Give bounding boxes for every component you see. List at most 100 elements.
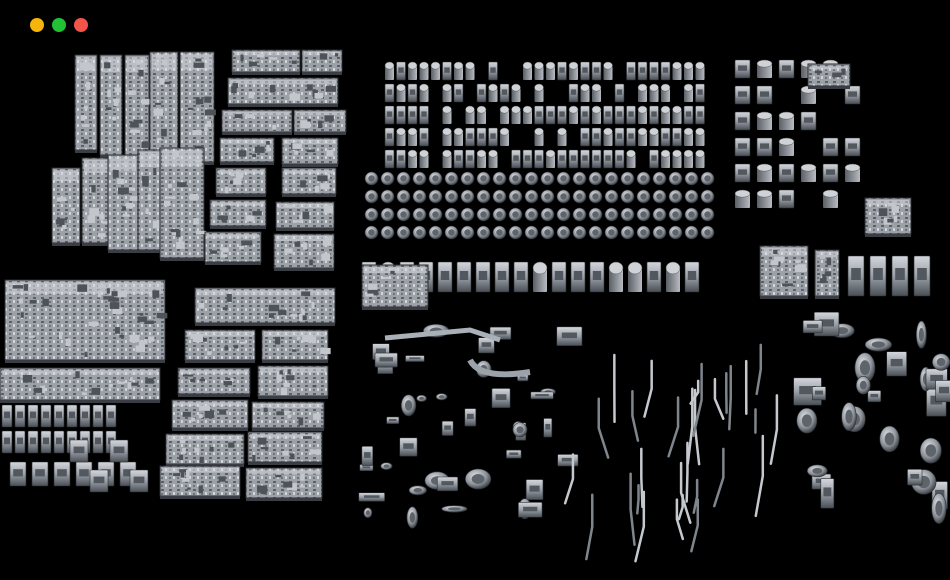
kit-part xyxy=(867,390,882,403)
hull-panel xyxy=(149,51,179,165)
hull-panel xyxy=(219,137,275,165)
kit-part xyxy=(396,225,411,240)
close-button[interactable] xyxy=(74,18,88,32)
connectors-cluster xyxy=(734,59,950,524)
kit-part xyxy=(453,61,464,80)
kit-part xyxy=(465,127,475,147)
hull-panel xyxy=(51,167,81,246)
kit-part xyxy=(649,105,659,125)
kit-part xyxy=(665,261,681,292)
hull-panel xyxy=(124,54,152,158)
kit-part xyxy=(506,449,522,459)
kit-part xyxy=(406,506,419,529)
kit-part xyxy=(841,402,857,431)
kit-part xyxy=(636,171,651,186)
kit-part xyxy=(69,439,89,463)
hull-panel xyxy=(293,109,347,135)
kit-part xyxy=(556,326,583,347)
kit-part xyxy=(589,261,605,293)
kit-part xyxy=(476,171,491,186)
kit-part xyxy=(557,454,579,467)
hull-panel xyxy=(221,109,293,135)
kit-part xyxy=(476,207,491,222)
hull-panel xyxy=(245,467,323,501)
kit-part xyxy=(499,127,510,146)
kit-part xyxy=(513,261,529,293)
kit-part xyxy=(614,83,625,103)
kit-part xyxy=(540,225,555,240)
kit-part xyxy=(399,437,418,457)
kit-part xyxy=(407,149,418,168)
kit-part xyxy=(9,461,27,487)
kit-part xyxy=(380,171,395,186)
kit-part xyxy=(419,105,429,125)
kit-part xyxy=(700,189,715,204)
kit-part xyxy=(380,225,395,240)
kit-part xyxy=(683,105,694,125)
kit-part xyxy=(384,83,395,103)
kit-part xyxy=(412,225,427,240)
kit-part xyxy=(460,171,475,186)
kit-part xyxy=(374,352,398,368)
kit-part xyxy=(384,127,395,147)
hull-panel xyxy=(251,401,325,431)
maximize-button[interactable] xyxy=(52,18,66,32)
kit-part xyxy=(518,502,543,518)
kit-part xyxy=(557,149,567,169)
kit-part xyxy=(588,189,603,204)
kit-part xyxy=(568,83,579,103)
kit-part xyxy=(734,189,751,208)
kit-part xyxy=(811,386,826,401)
kit-part xyxy=(916,320,927,349)
kit-part xyxy=(460,225,475,240)
kit-part xyxy=(488,61,498,81)
kit-part xyxy=(435,393,448,401)
kit-part xyxy=(756,85,773,105)
kit-part xyxy=(465,468,492,490)
kit-part xyxy=(879,425,900,453)
kit-part xyxy=(416,394,427,402)
kit-part xyxy=(442,61,452,81)
kit-part xyxy=(478,337,495,354)
kit-part xyxy=(476,189,491,204)
kit-part xyxy=(913,255,931,297)
kit-part xyxy=(92,430,104,454)
kit-part xyxy=(534,61,544,80)
kit-part xyxy=(441,420,454,436)
kit-part xyxy=(756,111,773,130)
kit-part xyxy=(508,207,523,222)
console-panel xyxy=(361,264,429,310)
kit-part xyxy=(591,83,602,102)
kit-part xyxy=(407,127,418,146)
hull-panel xyxy=(0,367,161,403)
kit-part xyxy=(778,111,795,130)
kit-part xyxy=(931,492,947,524)
kit-part xyxy=(556,189,571,204)
kit-part xyxy=(40,430,52,454)
kit-part xyxy=(580,105,590,125)
kit-part xyxy=(524,171,539,186)
kit-part xyxy=(668,189,683,204)
kit-part xyxy=(524,207,539,222)
kit-part xyxy=(27,404,39,428)
kit-part xyxy=(545,149,556,168)
kit-part xyxy=(109,439,129,463)
minimize-button[interactable] xyxy=(30,18,44,32)
kit-part xyxy=(626,127,636,147)
kit-part xyxy=(580,127,590,147)
kit-part xyxy=(453,83,464,103)
hull-panel xyxy=(231,49,301,75)
kit-part xyxy=(407,83,418,103)
kit-part xyxy=(695,149,705,168)
kit-part xyxy=(557,105,567,125)
bracket-part xyxy=(864,197,912,237)
kit-part xyxy=(652,189,667,204)
kit-part xyxy=(778,137,795,156)
kit-part xyxy=(580,61,590,81)
kit-part xyxy=(444,207,459,222)
kit-part xyxy=(591,61,602,81)
hull-panel xyxy=(159,147,207,261)
kit-part xyxy=(734,85,751,105)
kit-part xyxy=(508,225,523,240)
kit-part xyxy=(364,189,379,204)
